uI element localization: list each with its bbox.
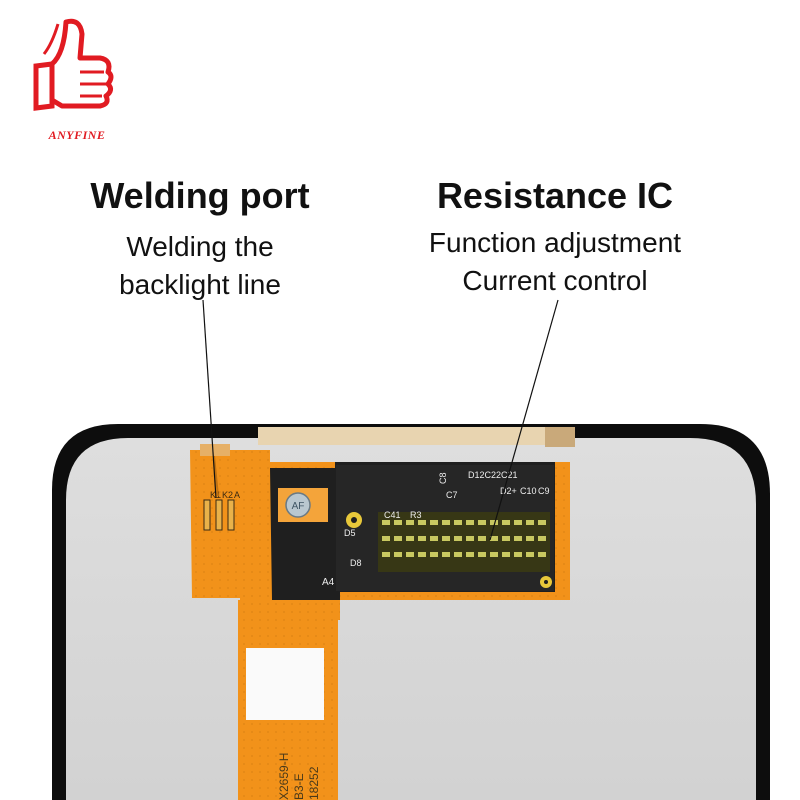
af-badge-text: AF [292, 501, 305, 512]
callout-line: Function adjustment [428, 227, 682, 258]
marking-c7: C7 [446, 490, 458, 500]
cable-code: X2659-H [277, 753, 291, 800]
marking-c41: C41 [384, 510, 401, 520]
marking-c9: C9 [538, 486, 550, 496]
callout-line: backlight line [119, 269, 281, 300]
callout-title: Resistance IC [436, 175, 674, 216]
marking-k2: K2 [222, 490, 233, 500]
resistance-ic-components [346, 512, 552, 588]
marking-a: A [234, 490, 240, 500]
marking-a4: A4 [322, 577, 335, 588]
marking-components: D12C22C21 [468, 470, 518, 480]
af-badge [285, 492, 311, 518]
marking-d8: D8 [350, 558, 362, 568]
cable-label-sticker [246, 648, 324, 720]
marking-d2: D2+ [500, 486, 517, 496]
welding-port-pads [200, 444, 235, 531]
welding-port-leader [202, 299, 217, 499]
marking-r3: R3 [410, 510, 422, 520]
marking-c8: C8 [438, 472, 448, 484]
thumbs-up-icon [33, 18, 114, 111]
callout-line: Welding the [126, 231, 274, 262]
callout-resistance-ic: Resistance IC Function adjustment Curren… [400, 176, 710, 300]
brand-logo: ANYFINE [22, 14, 132, 144]
marking-d5: D5 [344, 528, 356, 538]
resistance-ic-leader [489, 299, 559, 541]
callout-title: Welding port [90, 175, 310, 216]
callout-line: Current control [462, 265, 648, 296]
brand-name: ANYFINE [48, 128, 106, 142]
cable-code-2: B3-E [292, 773, 306, 800]
cable-date: 18252 [307, 766, 321, 800]
callout-welding-port: Welding port Welding the backlight line [70, 176, 330, 304]
marking-c10: C10 [520, 486, 537, 496]
